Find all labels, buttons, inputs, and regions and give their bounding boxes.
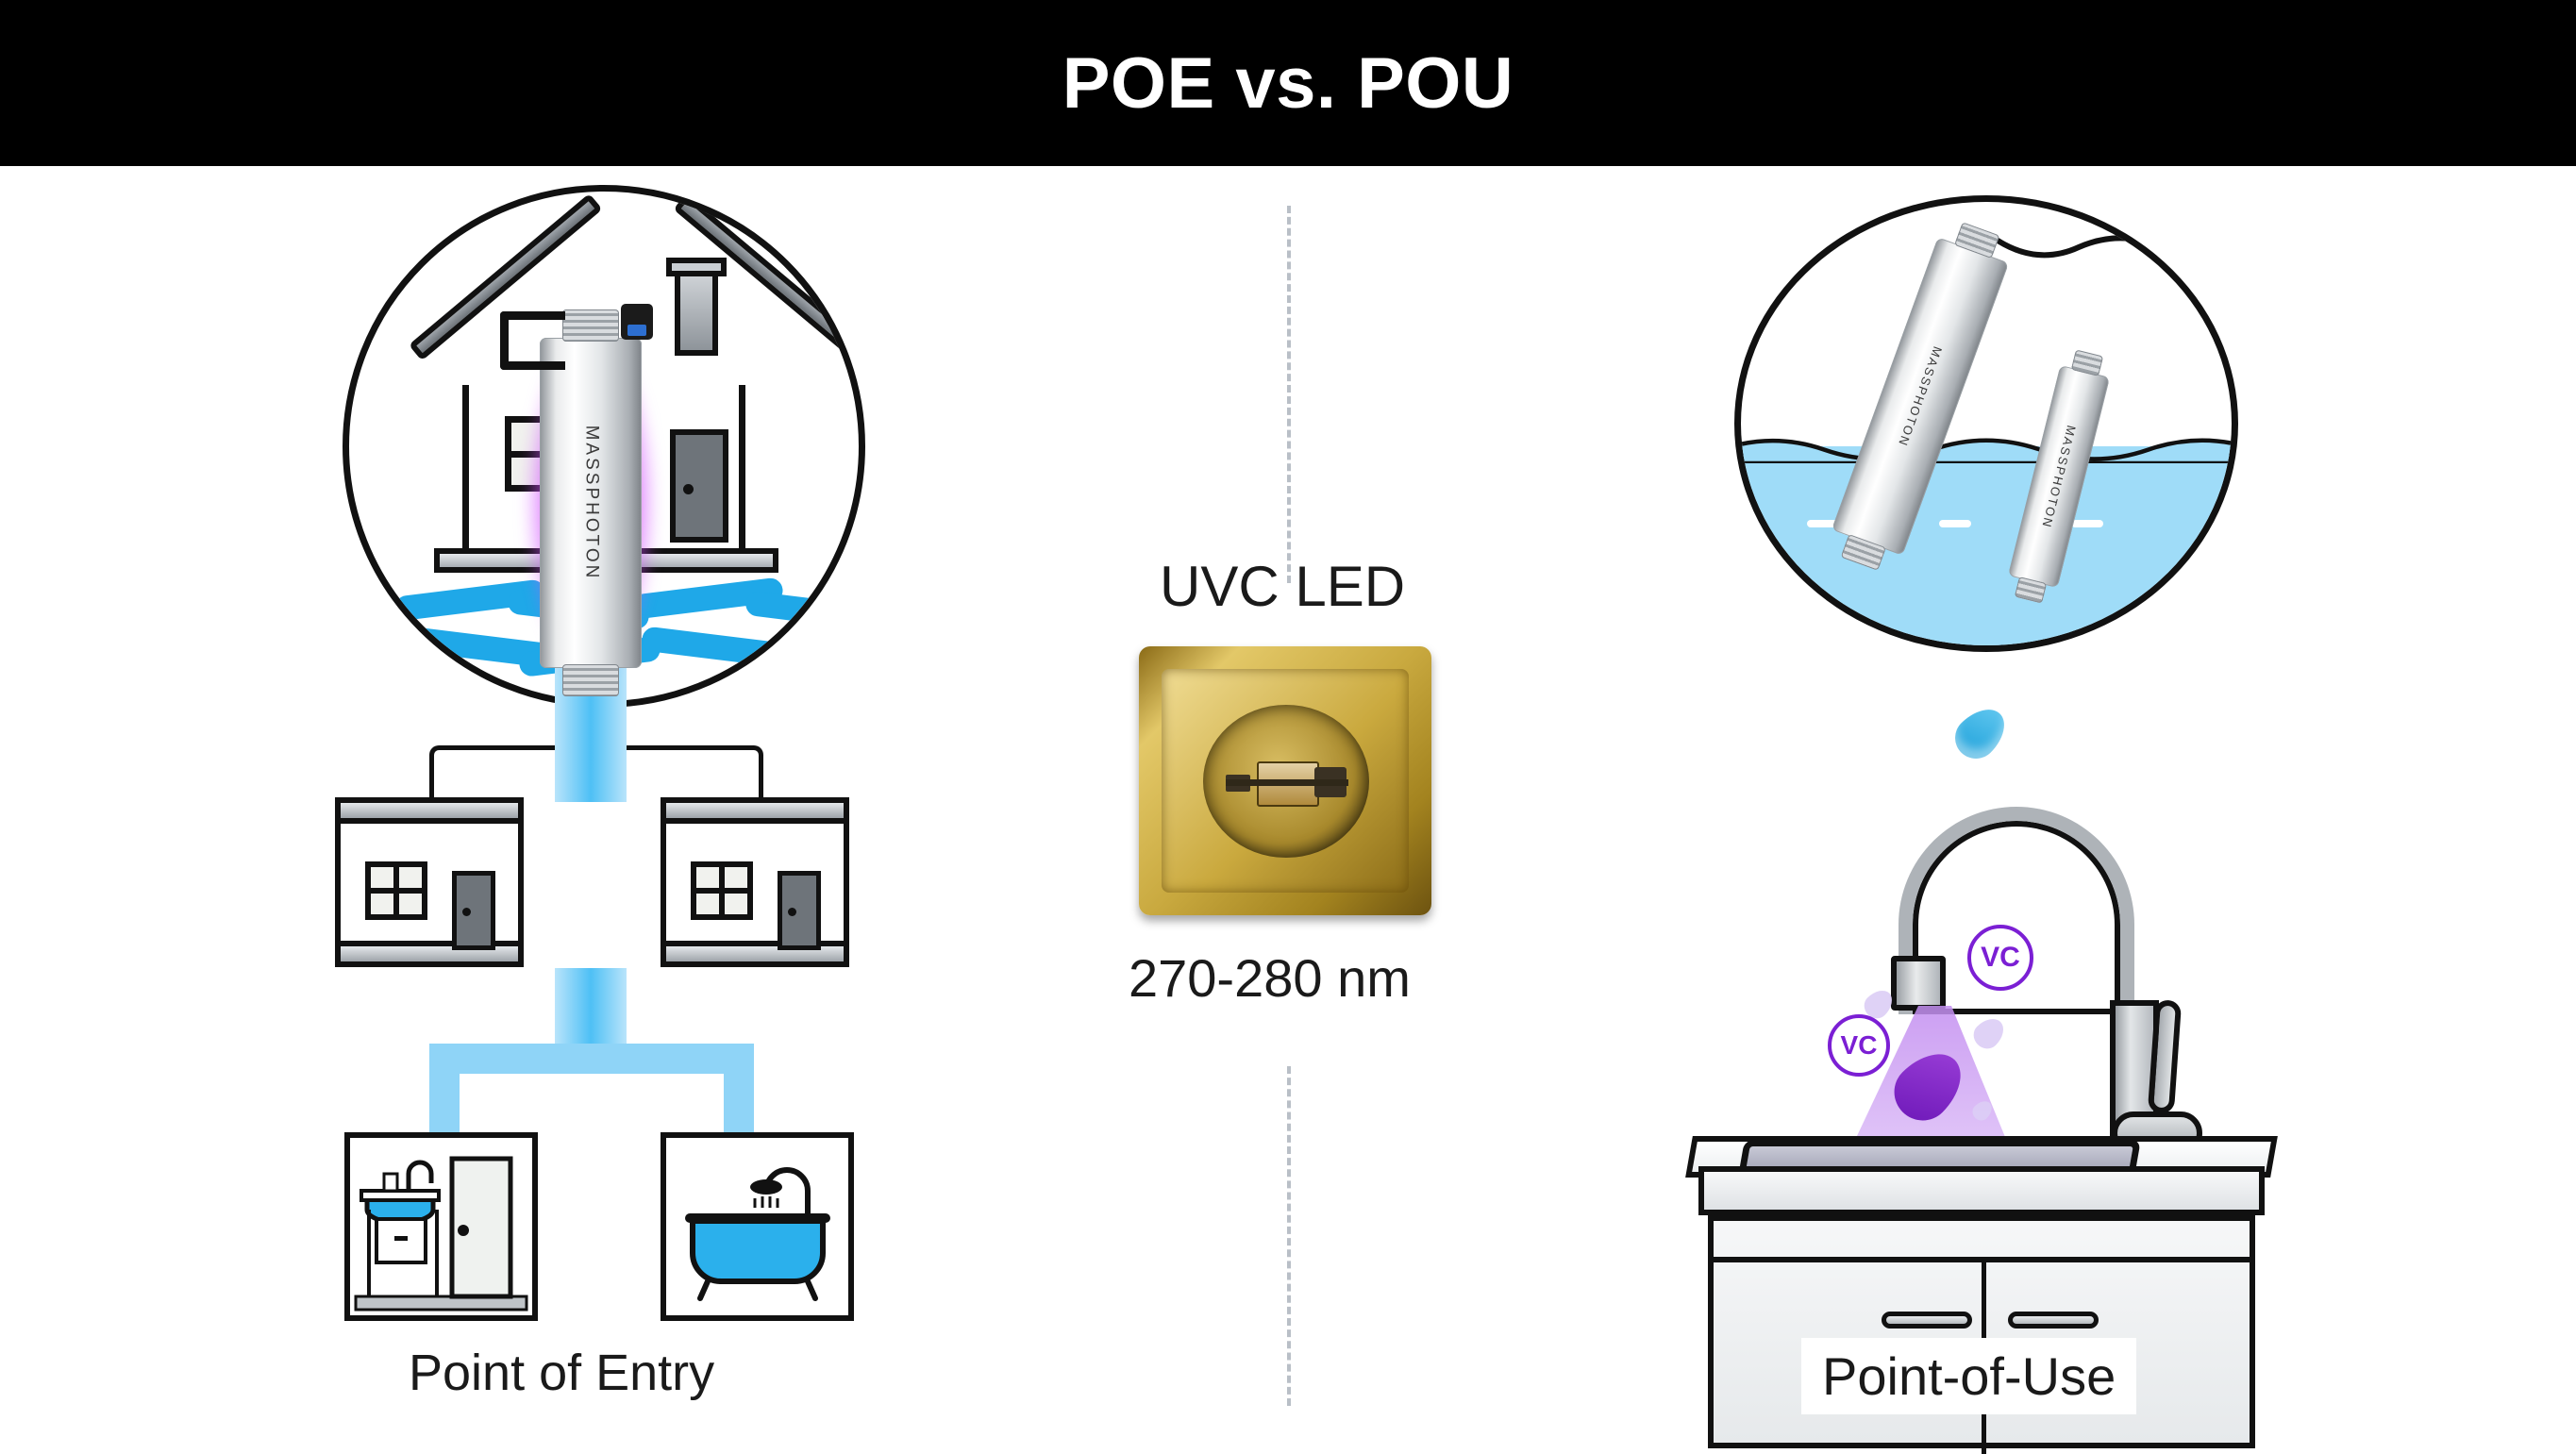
threaded-fitting-top-icon: [561, 309, 620, 342]
water-tank-circle-illustration: [1734, 195, 2238, 652]
sink-vanity-glyph: [354, 1156, 528, 1312]
inlet-hose-curve: [1986, 231, 2175, 259]
door-icon: [778, 871, 821, 950]
center-divider-top: [1287, 206, 1291, 583]
water-dash: [1939, 519, 1971, 527]
chimney-icon: [675, 269, 718, 356]
door-knob-icon: [462, 908, 471, 916]
device-brand-label: MASSPHOTON: [2039, 423, 2079, 530]
door-icon: [670, 429, 728, 543]
pou-caption: Point-of-Use: [1822, 1346, 2116, 1406]
distribution-pipe: [429, 1044, 754, 1074]
bathtub-glyph: [685, 1167, 830, 1301]
water-fill: [1741, 438, 2232, 645]
power-connector-icon: [621, 304, 653, 340]
door-knob-icon: [683, 484, 694, 494]
chimney-cap-icon: [666, 258, 727, 276]
cabinet-rail: [1714, 1257, 2250, 1262]
page-title: POE vs. POU: [1062, 42, 1514, 124]
window-icon: [691, 861, 753, 920]
distribution-pipe-left: [429, 1044, 460, 1147]
mounting-bracket-icon: [500, 311, 565, 370]
cabinet-handle-right[interactable]: [2008, 1312, 2099, 1329]
uv-sterilizer-cylinder: MASSPHOTON: [525, 309, 657, 696]
window-icon: [365, 861, 427, 920]
door-icon: [452, 871, 495, 950]
uv-bubble-icon: [1968, 1012, 2010, 1054]
brand-label-wrap: MASSPHOTON: [540, 338, 642, 668]
led-trace: [1226, 779, 1348, 786]
title-bar: POE vs. POU: [0, 0, 2576, 166]
water-surface-wave: [1741, 438, 2232, 463]
water-dash: [2071, 519, 2103, 527]
center-divider-bottom: [1287, 1066, 1291, 1406]
uvc-badge-label: VC: [1840, 1030, 1878, 1060]
house-unit-icon: [661, 797, 849, 967]
device-brand-label: MASSPHOTON: [581, 425, 601, 581]
bathroom-sink-icon: [344, 1132, 538, 1321]
bathtub-shower-icon: [661, 1132, 854, 1321]
water-wave-icon: [744, 590, 859, 629]
uvc-badge: VC: [1828, 1014, 1890, 1077]
uvc-led-package: [1139, 646, 1431, 915]
water-droplet-icon: [1946, 698, 2016, 768]
house-unit-roof: [666, 803, 844, 824]
counter-front-edge: [1698, 1166, 2265, 1215]
cylinder-body: [540, 338, 642, 668]
door-knob-icon: [788, 908, 796, 916]
house-unit-icon: [335, 797, 524, 967]
pou-caption-box: Point-of-Use: [1801, 1338, 2137, 1414]
uvc-led-title: UVC LED: [1160, 555, 1406, 618]
wavelength-label: 270-280 nm: [1129, 948, 1411, 1008]
device-brand-label: MASSPHOTON: [1895, 343, 1946, 449]
uvc-badge-label: VC: [1981, 942, 2020, 973]
poe-caption: Point of Entry: [409, 1345, 715, 1401]
distribution-pipe-right: [724, 1044, 754, 1147]
water-dash: [1807, 519, 1839, 527]
threaded-fitting-bottom-icon: [561, 664, 620, 696]
uvc-badge: VC: [1967, 925, 2033, 991]
cabinet-handle-left[interactable]: [1882, 1312, 1972, 1329]
house-unit-roof: [341, 803, 518, 824]
faucet-nozzle: [1891, 956, 1946, 1011]
